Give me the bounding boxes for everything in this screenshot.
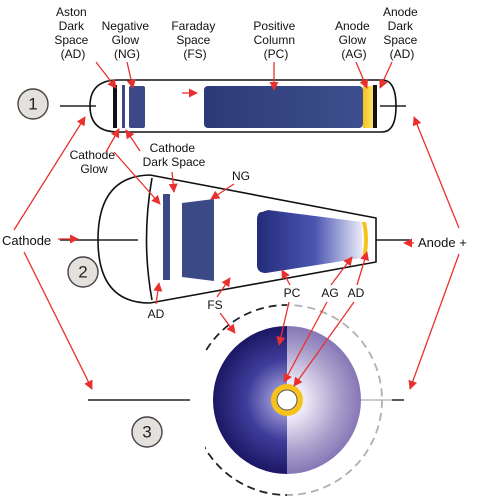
- label-aston-dark-space: Aston Dark Space (AD): [54, 5, 91, 61]
- tube-1: [60, 79, 406, 133]
- callout-arrows: [13, 61, 460, 390]
- label-anode-glow: Anode Glow (AG): [335, 19, 373, 61]
- tube-1-glass: [89, 79, 397, 133]
- label-cathode-dark-space: Cathode Dark Space: [143, 141, 206, 169]
- label-ag: AG: [321, 286, 338, 300]
- tube-1-negative-glow: [129, 86, 145, 128]
- tube-2-positive-column: [257, 210, 362, 273]
- tube-1-positive-column: [204, 86, 363, 128]
- tube-2-glass: [97, 174, 377, 304]
- label-anode-dark-space: Anode Dark Space (AD): [383, 5, 421, 61]
- disc-3-left-half: [213, 326, 287, 474]
- step-badge-1: 1: [17, 88, 49, 120]
- label-anode: Anode +: [418, 235, 467, 250]
- step-badge-3: 3: [131, 416, 163, 448]
- label-cathode: Cathode: [2, 233, 51, 248]
- label-ng: NG: [232, 169, 250, 183]
- label-positive-column: Positive Column (PC): [253, 19, 298, 61]
- label-pc: PC: [284, 286, 301, 300]
- label-faraday-space: Faraday Space (FS): [171, 19, 218, 61]
- step-badge-2: 2: [67, 256, 99, 288]
- tube-1-cathode-glow: [122, 85, 125, 128]
- tube-1-cathode: [113, 85, 117, 128]
- label-cathode-glow: Cathode Glow: [70, 148, 119, 176]
- label-ad-left: AD: [148, 307, 165, 321]
- tube-2-cathode-glow: [163, 194, 170, 280]
- disc-3-right-half: [287, 326, 361, 474]
- tube-2-negative-glow: [182, 199, 214, 281]
- svg-text:3: 3: [142, 423, 151, 442]
- tube-2-anode-glow: [362, 222, 368, 258]
- disc-3: [88, 304, 404, 496]
- disc-3-anode: [276, 389, 298, 411]
- svg-text:2: 2: [78, 263, 87, 282]
- label-negative-glow: Negative Glow (NG): [102, 19, 153, 61]
- label-ad-right: AD: [348, 286, 365, 300]
- label-fs: FS: [207, 298, 222, 312]
- tube-1-anode: [373, 85, 377, 128]
- tube-1-anode-glow: [363, 86, 373, 128]
- tube-2: [60, 174, 410, 304]
- svg-text:1: 1: [28, 95, 37, 114]
